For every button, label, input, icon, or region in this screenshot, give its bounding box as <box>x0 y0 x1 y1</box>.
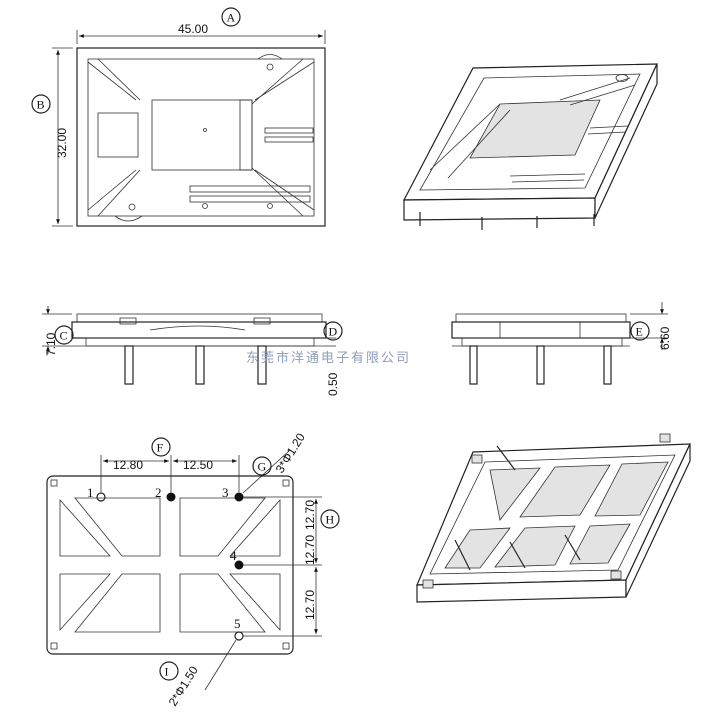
side-right-body <box>451 321 631 339</box>
side-left-pin-3 <box>257 345 267 385</box>
callout-f: F <box>157 441 164 455</box>
side-left-body <box>71 321 327 339</box>
callout-i: I <box>165 665 169 679</box>
side-view-right <box>451 313 631 385</box>
callout-f-circle <box>151 437 171 457</box>
callout-h: H <box>326 513 335 527</box>
dim-row-spacing: 12.70 12.70 12.70 H <box>243 496 340 637</box>
core-window <box>151 99 253 171</box>
dim-width: 45.00 A <box>76 7 326 44</box>
top-view-outer-frame <box>76 47 326 227</box>
pin-hole-5 <box>234 631 244 641</box>
side-left-pin-2 <box>195 345 205 385</box>
callout-a: A <box>227 11 236 25</box>
dim-height: 32.00 B <box>31 47 73 227</box>
top-view-inner-frame <box>87 58 315 217</box>
dim-row-spacing-3: 12.70 <box>303 590 317 620</box>
iso-core-window <box>469 99 601 159</box>
callout-g-circle <box>252 456 272 476</box>
isometric-top-view <box>403 63 658 230</box>
callout-b-circle <box>31 94 51 114</box>
callout-g: G <box>258 460 267 474</box>
hole-spec-large: I 2*Φ1.50 <box>159 639 237 709</box>
dim-pin-spacing-2: 12.50 <box>183 458 213 472</box>
window <box>59 498 111 557</box>
dim-pin-spacing-1: 12.80 <box>113 458 143 472</box>
callout-a-circle <box>221 7 241 27</box>
pin-number-4: 4 <box>230 548 237 563</box>
dim-pin-protrusion-value: 0.50 <box>326 372 340 396</box>
dim-left-height-value: 7.10 <box>44 332 58 356</box>
watermark: 东莞市洋通电子有限公司 <box>246 350 411 366</box>
left-slot <box>97 112 139 158</box>
pin-number-5: 5 <box>234 616 241 631</box>
side-view-left <box>71 313 327 385</box>
hole-spec-large-value: 2*Φ1.50 <box>166 663 202 708</box>
dim-height-value: 32.00 <box>55 128 69 158</box>
callout-e: E <box>636 325 643 339</box>
hole-bottom <box>128 203 136 211</box>
iso-hole <box>615 74 629 82</box>
pin-hole-3 <box>234 492 244 502</box>
side-right-pin-2 <box>536 345 545 385</box>
side-right-pin-1 <box>469 345 478 385</box>
pin-number-2: 2 <box>155 485 162 500</box>
callout-e-circle <box>630 321 650 341</box>
pin-hole-2 <box>166 492 176 502</box>
callout-d-circle <box>323 321 343 341</box>
callout-b: B <box>37 98 45 112</box>
callout-c-circle <box>54 325 74 345</box>
dim-pin-spacing: 12.80 12.50 F <box>100 437 240 492</box>
dim-row-spacing-1: 12.70 <box>303 500 317 530</box>
pin-number-3: 3 <box>222 485 229 500</box>
top-view <box>76 47 326 227</box>
dim-pin-protrusion: 0.50 D <box>323 321 343 396</box>
dim-right-height: 6.60 E <box>630 302 672 350</box>
hole-spec-small: G 3*Φ1.20 <box>242 430 309 494</box>
pin-number-1: 1 <box>87 485 94 500</box>
callout-d: D <box>329 325 338 339</box>
callout-c: C <box>60 329 68 343</box>
dim-left-height: 7.10 C <box>42 306 74 356</box>
callout-i-circle <box>159 661 179 681</box>
hole-top <box>266 63 274 71</box>
isometric-bottom-view <box>416 433 691 603</box>
callout-h-circle <box>320 509 340 529</box>
side-right-pin-3 <box>603 345 612 385</box>
pin-hole-1 <box>96 492 106 502</box>
hole-spec-small-value: 3*Φ1.20 <box>273 430 309 475</box>
dim-right-height-value: 6.60 <box>658 326 672 350</box>
side-left-pin-1 <box>124 345 134 385</box>
dim-width-value: 45.00 <box>178 22 208 36</box>
dim-row-spacing-2: 12.70 <box>303 535 317 565</box>
